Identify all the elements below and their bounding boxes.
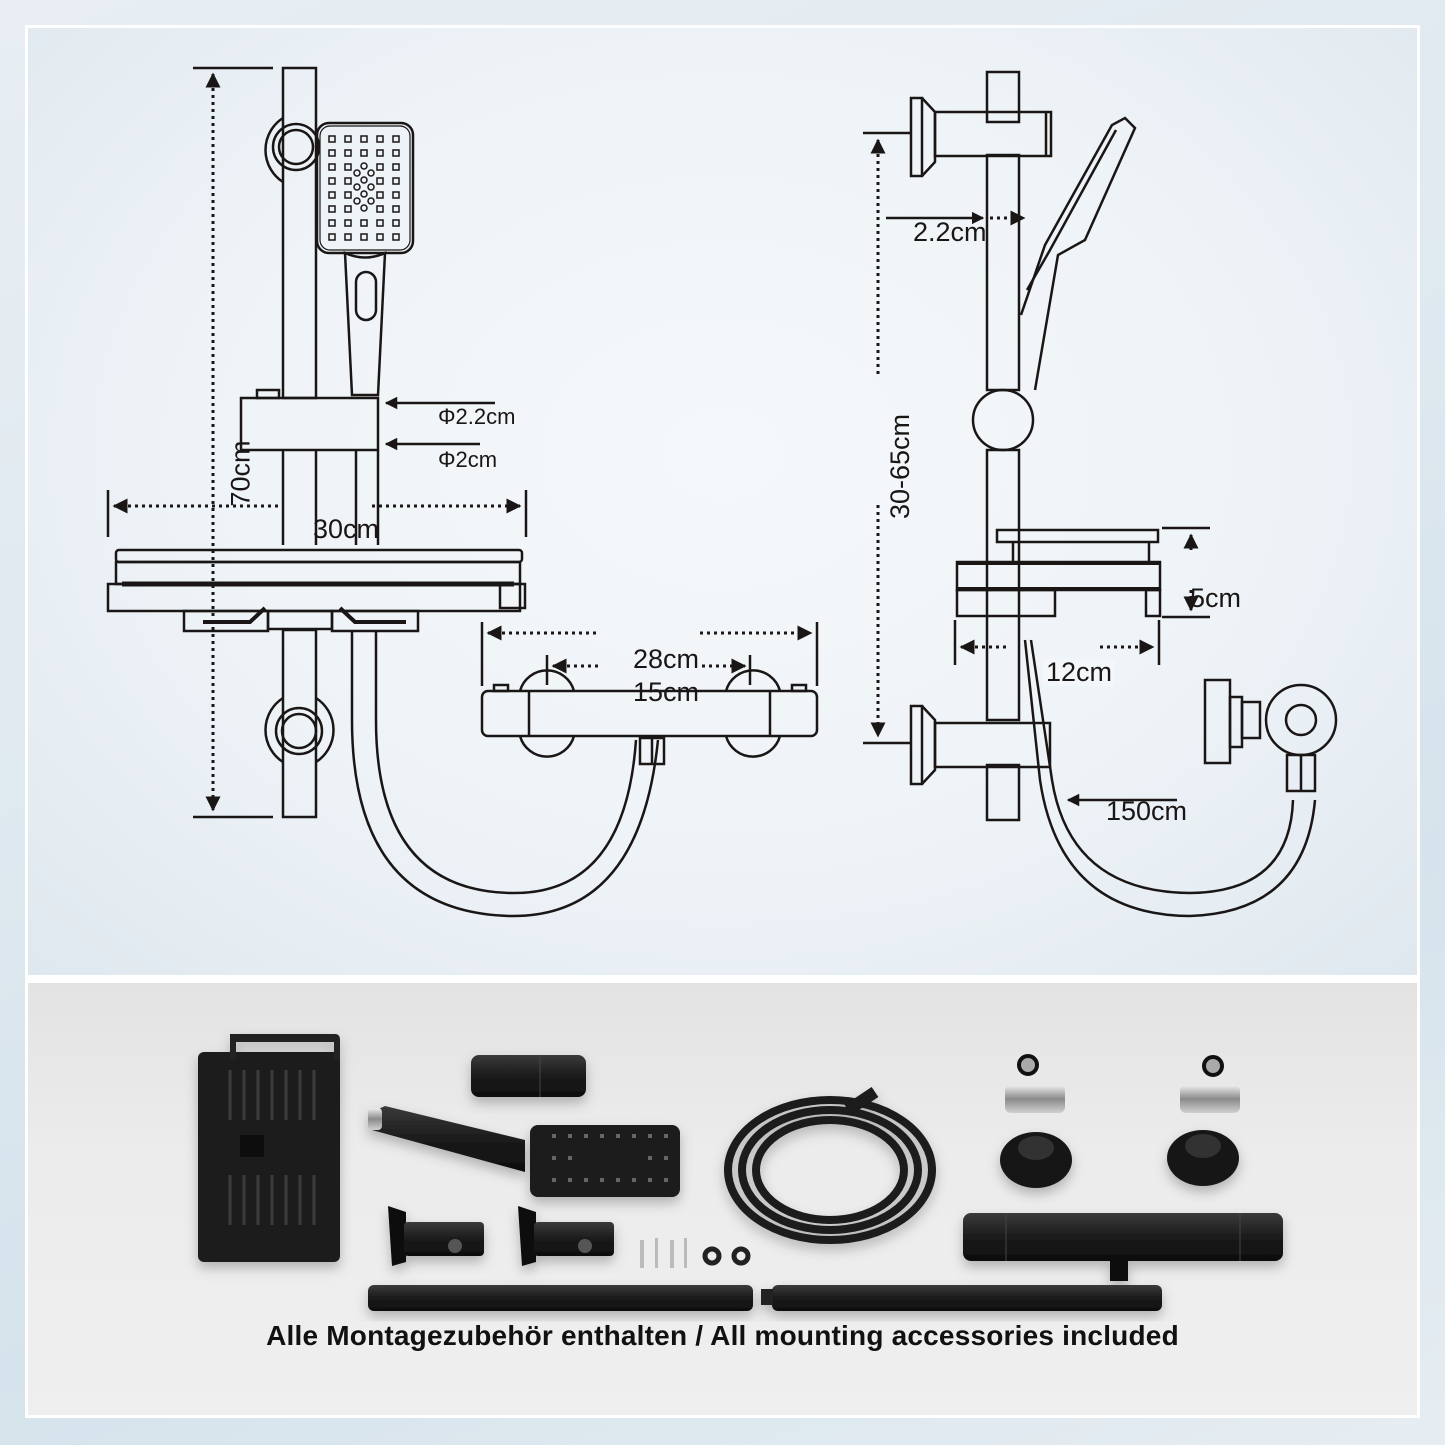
washers-part xyxy=(702,1246,751,1266)
soap-shelf-part xyxy=(198,1034,340,1262)
parts-illustration xyxy=(198,1034,1283,1311)
hose-holder-diameter-label: Φ2.2cm xyxy=(438,404,516,429)
rail-segments-part xyxy=(368,1285,1162,1311)
dimension-diagram-panel: 70cm 30cm Φ2.2cm Φ2cm 28cm 15cm 30-65cm … xyxy=(28,28,1417,975)
thermostatic-mixer-part xyxy=(963,1213,1283,1281)
hand-shower-part xyxy=(368,1106,680,1197)
side-view-drawing xyxy=(863,70,1338,918)
nozzle-grid-icon xyxy=(328,135,400,241)
thermostat-width-label: 28cm xyxy=(633,644,700,674)
s-connectors-part xyxy=(1005,1085,1240,1113)
shelf-height-label: 5cm xyxy=(1190,583,1242,613)
filter-washers-part xyxy=(1017,1054,1224,1077)
escutcheons-part xyxy=(1000,1130,1239,1188)
dimension-drawing xyxy=(106,66,1338,918)
wall-bracket-left-part xyxy=(388,1206,484,1266)
front-height-label: 70cm xyxy=(225,440,256,507)
slider-holder-part xyxy=(471,1055,586,1097)
rail-diameter-label: Φ2cm xyxy=(438,447,498,472)
accessories-caption: Alle Montagezubehör enthalten / All moun… xyxy=(266,1320,1179,1351)
thermostat-center-distance-label: 15cm xyxy=(633,677,700,707)
adjustable-height-label: 30-65cm xyxy=(885,413,916,520)
front-width-label: 30cm xyxy=(313,514,380,544)
rail-width-label: 2.2cm xyxy=(913,217,987,247)
parts-photo-panel: Alle Montagezubehör enthalten / All moun… xyxy=(28,983,1417,1415)
shower-hose-part xyxy=(724,1087,936,1244)
shelf-depth-label: 12cm xyxy=(1043,659,1116,686)
front-view-drawing xyxy=(106,66,819,918)
screws-part xyxy=(640,1238,687,1268)
wall-bracket-right-part xyxy=(518,1206,614,1266)
hose-length-label: 150cm xyxy=(1106,796,1188,826)
